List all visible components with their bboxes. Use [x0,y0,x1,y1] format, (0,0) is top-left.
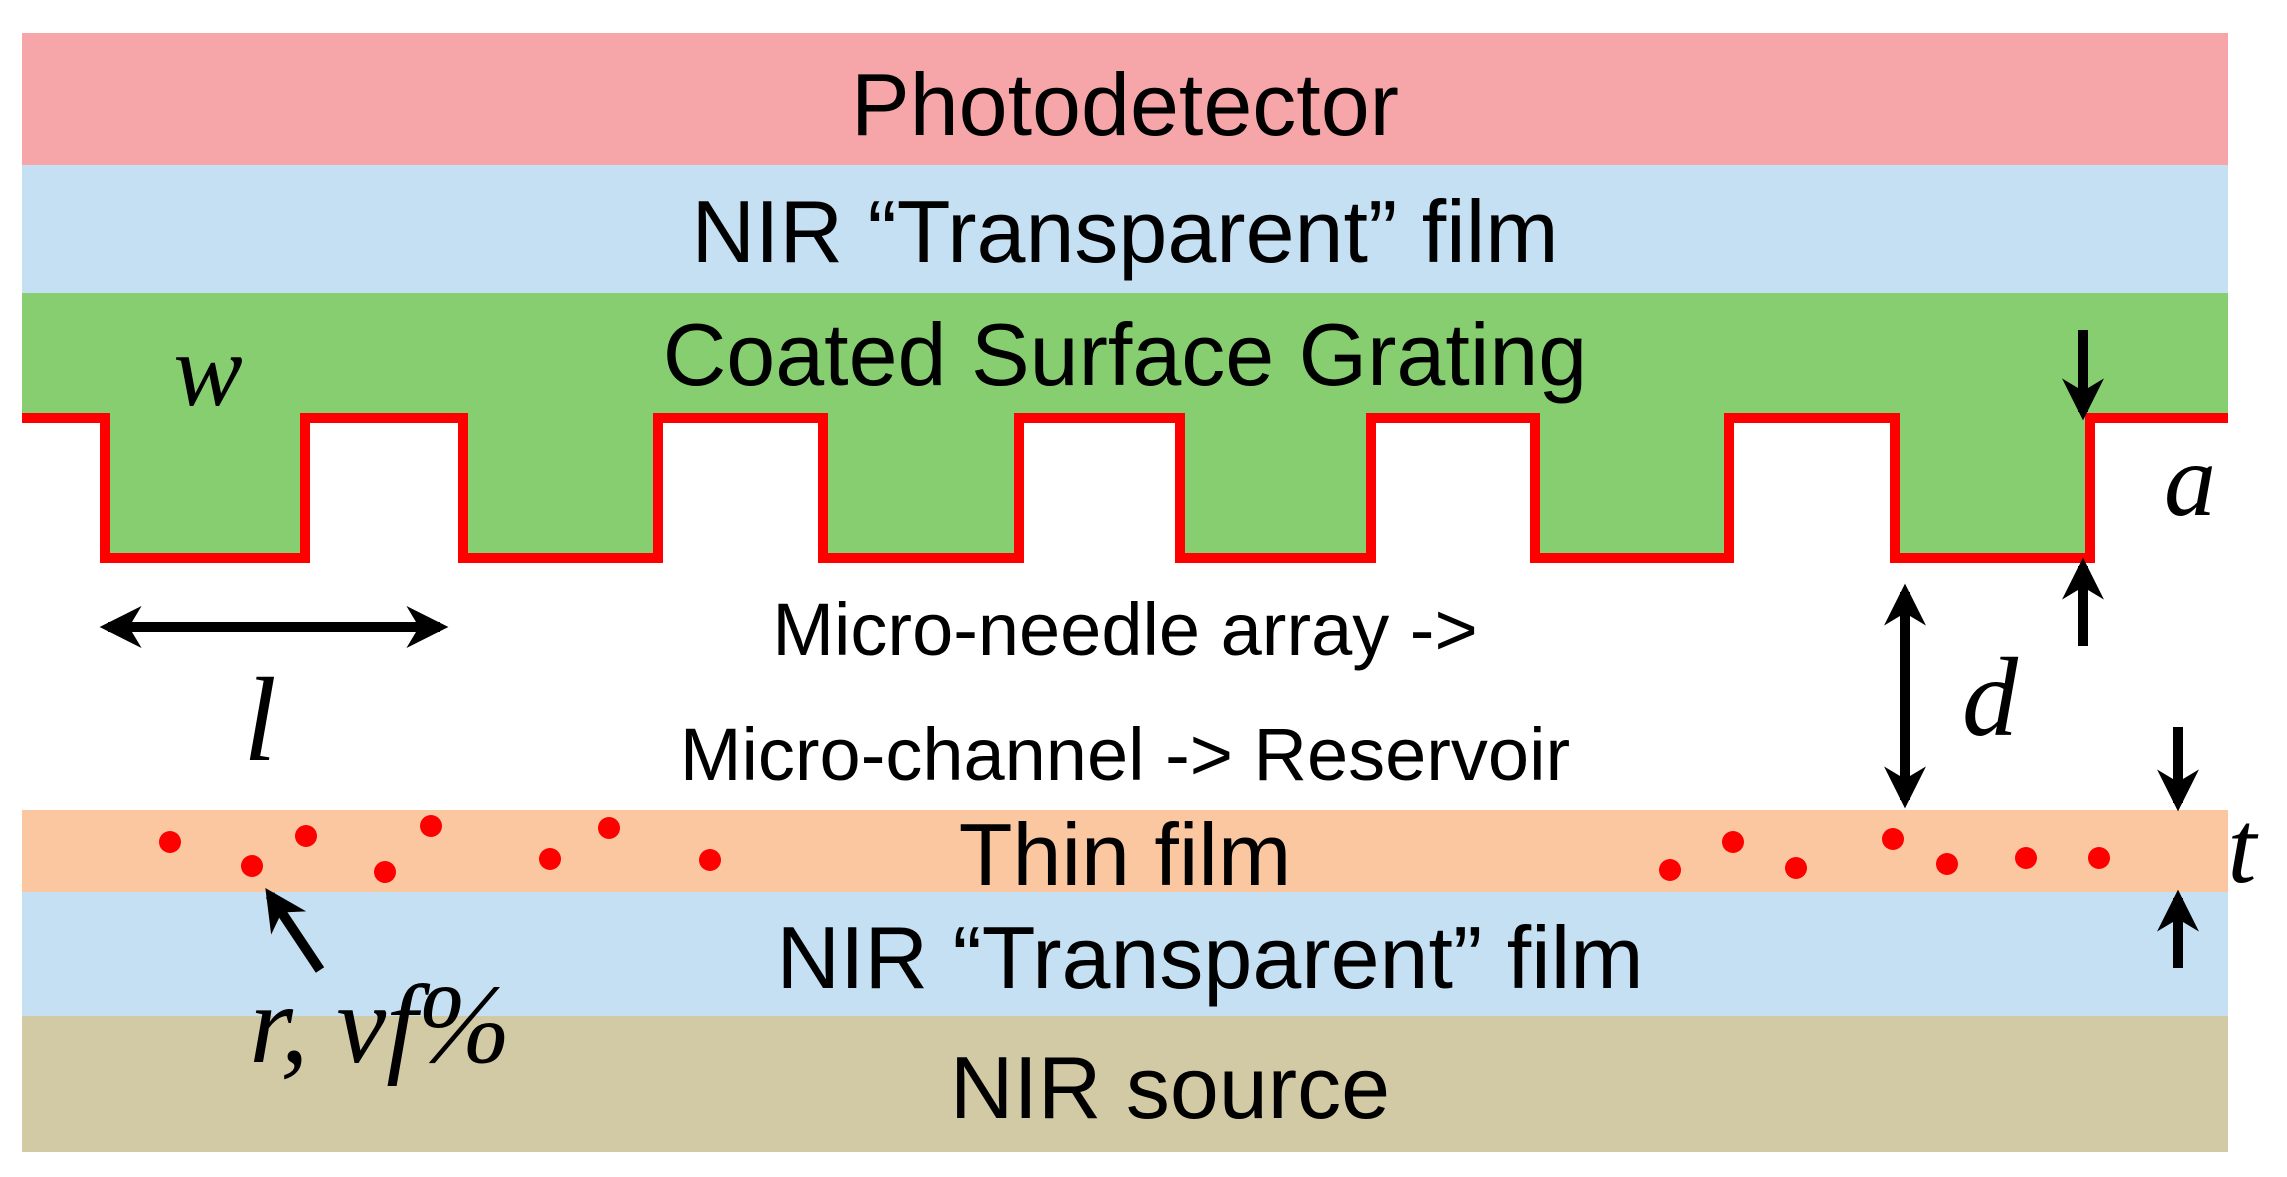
grating-label: Coated Surface Grating [663,305,1588,404]
param-w-label: w [173,313,242,428]
gap-text-line1: Micro-needle array -> [772,588,1477,671]
grating-teeth [22,418,2228,558]
param-r-vf-label: r, vf% [249,963,510,1087]
param-l-label: l [243,653,276,786]
gap-text-line2: Micro-channel -> Reservoir [680,713,1570,796]
particle [1936,853,1958,875]
particle [598,817,620,839]
photodetector-layer [22,33,2228,165]
param-a-label: a [2164,423,2216,538]
nanoparticles [159,815,2110,883]
r-vf-arrow [265,888,325,973]
particle [420,815,442,837]
dimension-arrows [99,330,2199,973]
nir-film-top-layer [22,165,2228,293]
nir-film-top-label: NIR “Transparent” film [691,182,1558,281]
photodetector-label: Photodetector [851,55,1399,154]
particle [1882,828,1904,850]
grating-outline [22,413,2228,563]
nir-source-layer [22,1016,2228,1152]
particle [374,861,396,883]
nir-film-bottom-layer [22,892,2228,1016]
param-t-label: t [2228,790,2259,905]
particle [159,831,181,853]
grating-layer-top-band [22,293,2228,418]
particle [1722,831,1744,853]
nir-film-bottom-label: NIR “Transparent” film [776,908,1643,1007]
particle [2015,847,2037,869]
param-d-label: d [1962,636,2019,760]
thin-film-label: Thin film [959,805,1292,904]
particle [241,855,263,877]
particle [1659,859,1681,881]
particle [1785,857,1807,879]
particle [539,848,561,870]
particle [295,825,317,847]
nir-source-label: NIR source [950,1038,1390,1137]
particle [699,849,721,871]
particle [2088,847,2110,869]
